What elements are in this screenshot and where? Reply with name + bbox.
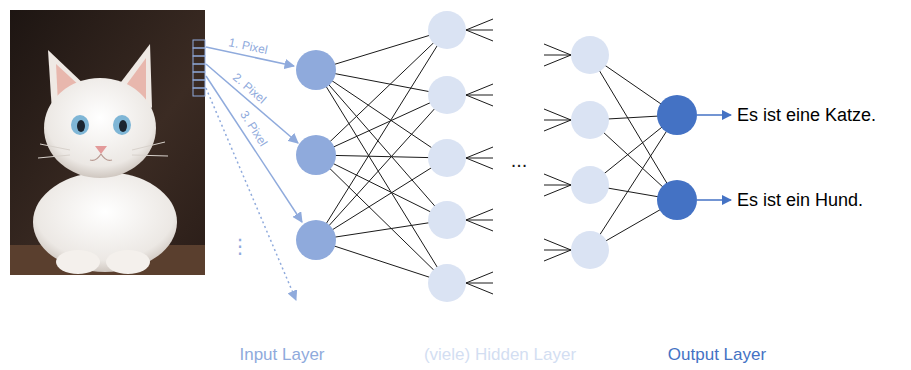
output-arrows xyxy=(697,115,731,200)
network xyxy=(296,11,697,302)
network-link xyxy=(544,239,571,250)
cat-pupil xyxy=(77,120,85,132)
pixel-cell xyxy=(193,40,205,48)
network-link xyxy=(316,70,447,95)
cat-eye xyxy=(113,115,131,135)
network-link xyxy=(466,283,493,284)
layer-label: Input Layer xyxy=(239,345,324,365)
ellipsis-mark: ⋮ xyxy=(230,235,250,258)
output-neuron xyxy=(657,180,697,220)
network-link xyxy=(466,147,493,158)
cat-pupil xyxy=(119,120,127,132)
pixel-arrow-dotted xyxy=(206,88,296,300)
network-link xyxy=(544,109,571,120)
network-link xyxy=(544,44,571,55)
network-link xyxy=(544,120,571,131)
input-neuron xyxy=(296,135,336,175)
network-link xyxy=(466,30,493,31)
network-link xyxy=(466,158,493,169)
cat-photo xyxy=(10,10,205,275)
output-arrow xyxy=(697,199,731,201)
output-text: Es ist ein Hund. xyxy=(737,190,863,211)
network-link xyxy=(466,209,493,220)
input-neuron xyxy=(296,220,336,260)
network-link xyxy=(544,174,571,185)
pixel-cell xyxy=(193,72,205,80)
cat-paw xyxy=(56,250,100,274)
photo-background xyxy=(10,10,205,275)
pixel-label: 1. Pixel xyxy=(227,36,268,58)
network-link xyxy=(544,185,571,196)
network-link xyxy=(544,250,571,251)
network-link xyxy=(544,185,571,186)
pixel-grid xyxy=(193,40,205,96)
network-link xyxy=(466,84,493,95)
output-arrow xyxy=(697,114,731,116)
network-link xyxy=(316,70,447,283)
network-link xyxy=(466,220,493,231)
pixel-cell xyxy=(193,80,205,88)
network-link xyxy=(316,155,447,220)
network-link xyxy=(316,30,447,155)
network-link xyxy=(316,95,447,240)
network-link xyxy=(466,283,493,294)
network-link xyxy=(466,220,493,221)
network-link xyxy=(316,30,447,240)
cat-whiskers xyxy=(38,142,168,158)
network-link xyxy=(544,120,571,121)
cat-head xyxy=(44,78,156,178)
hidden-neuron xyxy=(428,11,466,49)
network-link xyxy=(466,272,493,283)
hidden-neuron xyxy=(428,264,466,302)
hidden-neuron xyxy=(571,166,609,204)
cat-paw xyxy=(106,250,150,274)
pixel-cell xyxy=(193,56,205,64)
pixel-cell xyxy=(193,64,205,72)
layer-label: (viele) Hidden Layer xyxy=(424,345,576,365)
network-link xyxy=(466,30,493,41)
cat-nose xyxy=(95,146,107,154)
pixel-label: 3. Pixel xyxy=(237,109,270,150)
network-link xyxy=(316,158,447,240)
hidden-neuron xyxy=(428,201,466,239)
layer-label: Output Layer xyxy=(668,345,766,365)
cat-mouth xyxy=(90,154,112,160)
cat-body xyxy=(33,172,177,272)
network-link xyxy=(544,55,571,56)
input-neuron xyxy=(296,50,336,90)
network-link xyxy=(466,95,493,106)
network-link xyxy=(316,95,447,155)
network-link xyxy=(544,250,571,261)
hidden-neuron xyxy=(428,139,466,177)
network-link xyxy=(466,95,493,96)
pixel-cell xyxy=(193,88,205,96)
cat-eye xyxy=(71,115,89,135)
pixel-label: 2. Pixel xyxy=(230,71,269,107)
network-link xyxy=(544,55,571,66)
output-text: Es ist eine Katze. xyxy=(737,105,876,126)
ellipsis-mark: ... xyxy=(511,149,528,172)
pixel-arrows xyxy=(206,47,302,300)
network-link xyxy=(316,240,447,283)
hidden-neuron xyxy=(428,76,466,114)
network-link xyxy=(466,158,493,159)
pixel-cell xyxy=(193,48,205,56)
network-link xyxy=(316,155,447,283)
hidden-neuron xyxy=(571,101,609,139)
network-link xyxy=(466,19,493,30)
hidden-neuron xyxy=(571,36,609,74)
hidden-neuron xyxy=(571,231,609,269)
output-neuron xyxy=(657,95,697,135)
network-link xyxy=(316,30,447,70)
